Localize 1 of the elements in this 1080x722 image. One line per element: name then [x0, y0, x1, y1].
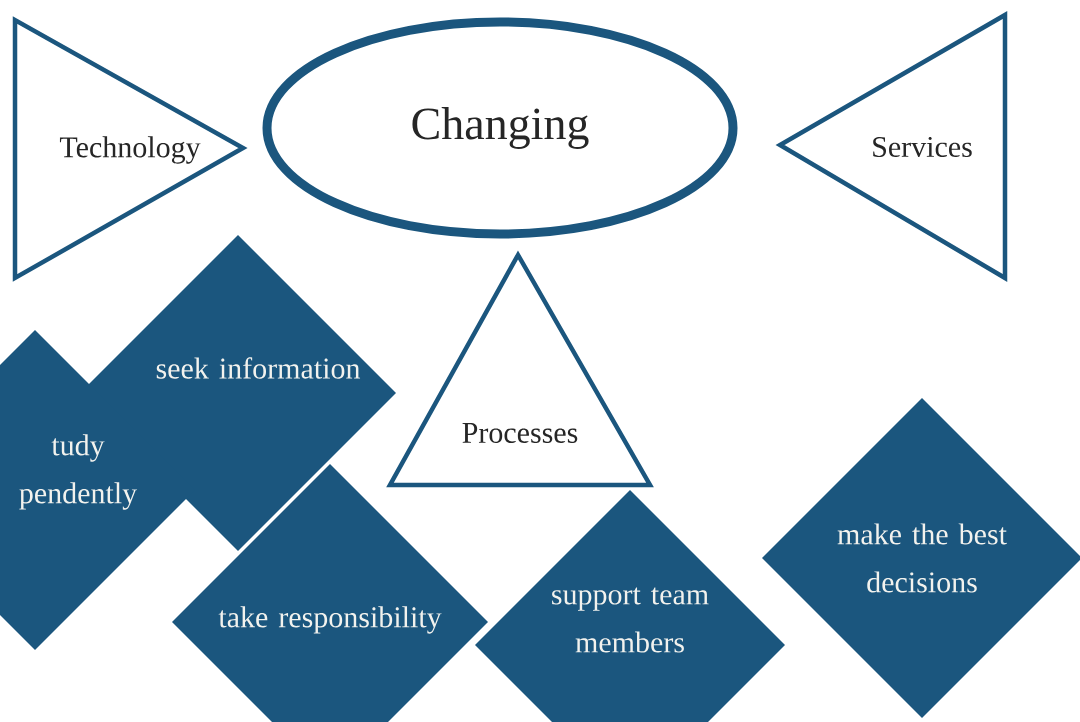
node-label: seek information [156, 357, 361, 379]
